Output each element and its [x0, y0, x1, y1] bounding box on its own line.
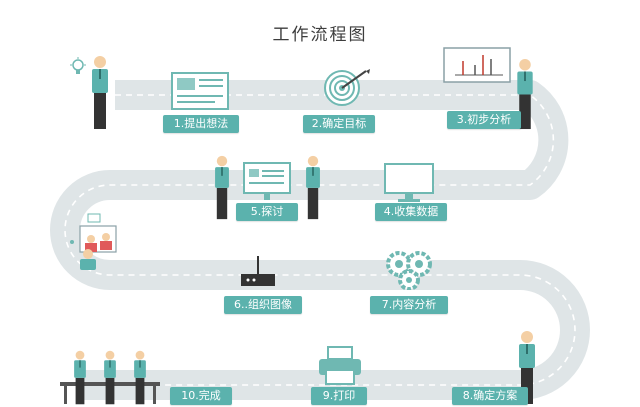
step-label-1: 1.提出想法	[163, 115, 239, 133]
step-label-2: 2.确定目标	[303, 115, 375, 133]
person-presenter-5b	[306, 155, 320, 220]
step-label-3: 3.初步分析	[447, 111, 521, 129]
page-title: 工作流程图	[272, 25, 368, 45]
step-label-7: 7.内容分析	[370, 296, 448, 314]
monitor-icon	[384, 163, 434, 202]
step-label-9: 9.打印	[311, 387, 367, 405]
step-label-10: 10.完成	[170, 387, 232, 405]
gears-icon	[386, 251, 432, 290]
step-label-8: 8.确定方案	[452, 387, 528, 405]
step-label-5: 5.探讨	[236, 203, 298, 221]
person-presenter-1	[92, 56, 108, 129]
person-presenter-5a	[215, 155, 229, 220]
target-icon	[324, 69, 370, 106]
person-team-3	[134, 350, 146, 405]
router-icon	[241, 256, 275, 286]
idea-lightbulb-icon	[70, 57, 86, 74]
chart-board-icon	[443, 47, 511, 83]
presentation-screen-icon	[243, 162, 291, 200]
person-presenter-3	[517, 58, 533, 130]
step-label-4: 4.收集数据	[375, 203, 447, 221]
step-label-6: 6..组织图像	[224, 296, 302, 314]
person-team-1	[74, 350, 86, 405]
person-team-2	[104, 350, 116, 405]
printer-icon	[319, 346, 361, 385]
document-icon	[171, 72, 229, 110]
meeting-icon	[70, 213, 117, 270]
